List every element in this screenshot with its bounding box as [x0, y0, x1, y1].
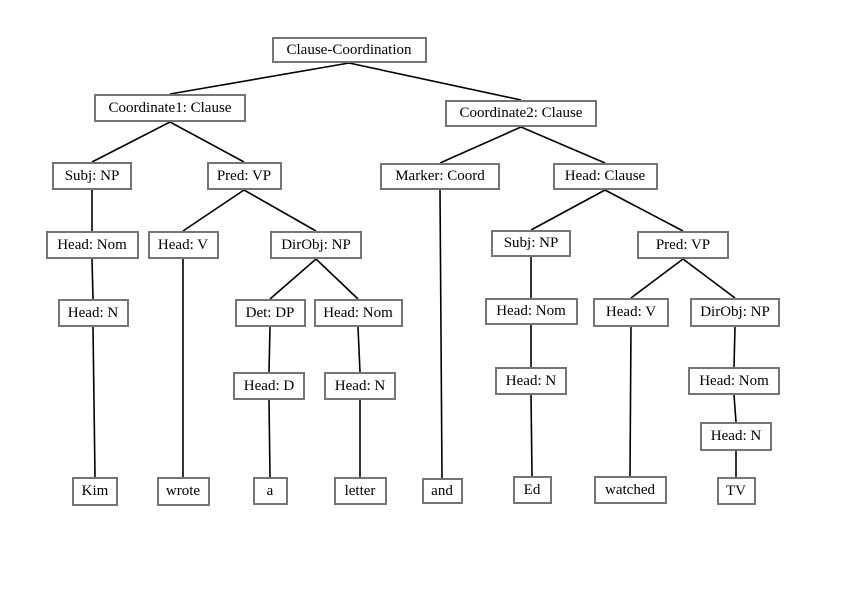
tree-edge: [169, 121, 245, 163]
tree-node-head-clause: Head: Clause: [552, 163, 658, 190]
tree-edge: [315, 258, 359, 300]
tree-edge: [733, 326, 736, 368]
tree-node-word-tv: TV: [716, 477, 756, 505]
tree-node-label: Head: D: [243, 377, 295, 394]
tree-edge: [91, 121, 171, 163]
tree-edge: [348, 62, 522, 101]
tree-node-head-n-1: Head: N: [57, 299, 129, 327]
tree-node-clause-coordination: Clause-Coordination: [271, 37, 427, 63]
tree-node-head-d: Head: D: [233, 372, 305, 400]
tree-node-label: Ed: [523, 481, 541, 498]
tree-edge: [439, 126, 522, 164]
tree-node-label: Head: V: [157, 236, 209, 253]
tree-node-head-nom-2: Head: Nom: [313, 299, 403, 327]
tree-node-label: DirObj: NP: [281, 236, 351, 253]
tree-edge: [733, 394, 737, 423]
tree-node-label: Head: N: [334, 377, 386, 394]
tree-node-word-letter: letter: [333, 477, 387, 505]
tree-node-dirobj-np-1: DirObj: NP: [270, 231, 362, 259]
tree-node-word-watched: watched: [593, 476, 667, 504]
tree-edge: [682, 258, 736, 299]
tree-node-label: Head: Clause: [564, 168, 646, 184]
tree-node-label: Coordinate1: Clause: [108, 99, 232, 116]
tree-node-dirobj-np-2: DirObj: NP: [690, 298, 780, 327]
tree-node-det-dp: Det: DP: [234, 299, 306, 327]
tree-edge: [530, 189, 606, 231]
tree-node-label: Subj: NP: [64, 167, 120, 184]
tree-node-subj-np-1: Subj: NP: [52, 162, 132, 190]
tree-node-label: Head: N: [710, 428, 762, 444]
tree-edge: [268, 399, 271, 478]
tree-node-label: TV: [726, 482, 746, 499]
tree-node-label: Det: DP: [245, 304, 295, 321]
tree-edge: [630, 258, 684, 299]
tree-edge: [182, 189, 245, 232]
tree-edge: [243, 189, 317, 232]
tree-node-head-v-1: Head: V: [147, 231, 219, 259]
tree-node-head-nom-3: Head: Nom: [484, 298, 578, 325]
tree-edge: [604, 189, 684, 232]
tree-node-coordinate2-clause: Coordinate2: Clause: [445, 100, 597, 127]
tree-edge: [268, 326, 271, 373]
tree-node-label: a: [266, 482, 274, 499]
tree-edge: [439, 189, 443, 479]
tree-node-label: Head: N: [67, 304, 119, 321]
tree-node-label: and: [431, 482, 453, 499]
tree-node-subj-np-2: Subj: NP: [491, 230, 571, 257]
tree-node-word-wrote: wrote: [156, 477, 210, 506]
tree-node-label: Subj: NP: [503, 235, 559, 251]
tree-node-word-a: a: [252, 477, 288, 505]
tree-edge: [169, 62, 350, 95]
tree-edge: [92, 326, 96, 478]
tree-edge: [269, 258, 317, 300]
tree-node-label: Head: Nom: [323, 304, 393, 321]
tree-node-head-v-2: Head: V: [593, 298, 669, 327]
tree-node-label: wrote: [165, 483, 201, 499]
tree-node-label: watched: [605, 481, 655, 498]
tree-node-label: Clause-Coordination: [286, 41, 412, 58]
tree-node-label: Kim: [81, 483, 109, 499]
tree-node-label: DirObj: NP: [700, 304, 770, 320]
tree-node-pred-vp-2: Pred: VP: [637, 231, 729, 259]
tree-edge: [91, 258, 94, 300]
tree-edge: [530, 394, 533, 477]
tree-node-word-kim: Kim: [72, 477, 118, 506]
tree-node-label: letter: [344, 482, 376, 499]
tree-node-head-n-2: Head: N: [324, 372, 396, 400]
tree-node-pred-vp-1: Pred: VP: [206, 162, 282, 190]
tree-edge: [629, 326, 632, 477]
tree-node-label: Head: Nom: [699, 372, 769, 389]
tree-node-label: Marker: Coord: [395, 168, 485, 184]
tree-edge: [357, 326, 361, 373]
tree-node-label: Head: Nom: [57, 236, 127, 253]
tree-node-word-ed: Ed: [512, 476, 552, 504]
tree-node-label: Coordinate2: Clause: [459, 105, 583, 121]
tree-node-label: Head: V: [605, 304, 657, 320]
tree-node-label: Pred: VP: [655, 236, 711, 253]
tree-node-coordinate1-clause: Coordinate1: Clause: [94, 94, 246, 122]
tree-node-head-n-3: Head: N: [495, 367, 567, 395]
tree-edge: [520, 126, 606, 164]
tree-node-label: Pred: VP: [216, 167, 272, 184]
tree-node-label: Head: N: [505, 372, 557, 389]
tree-node-head-nom-1: Head: Nom: [45, 231, 139, 259]
tree-node-marker-coord: Marker: Coord: [380, 163, 500, 190]
tree-node-word-and: and: [421, 478, 463, 504]
tree-node-head-n-4: Head: N: [700, 422, 772, 451]
tree-node-label: Head: Nom: [496, 303, 566, 319]
tree-node-head-nom-4: Head: Nom: [688, 367, 780, 395]
